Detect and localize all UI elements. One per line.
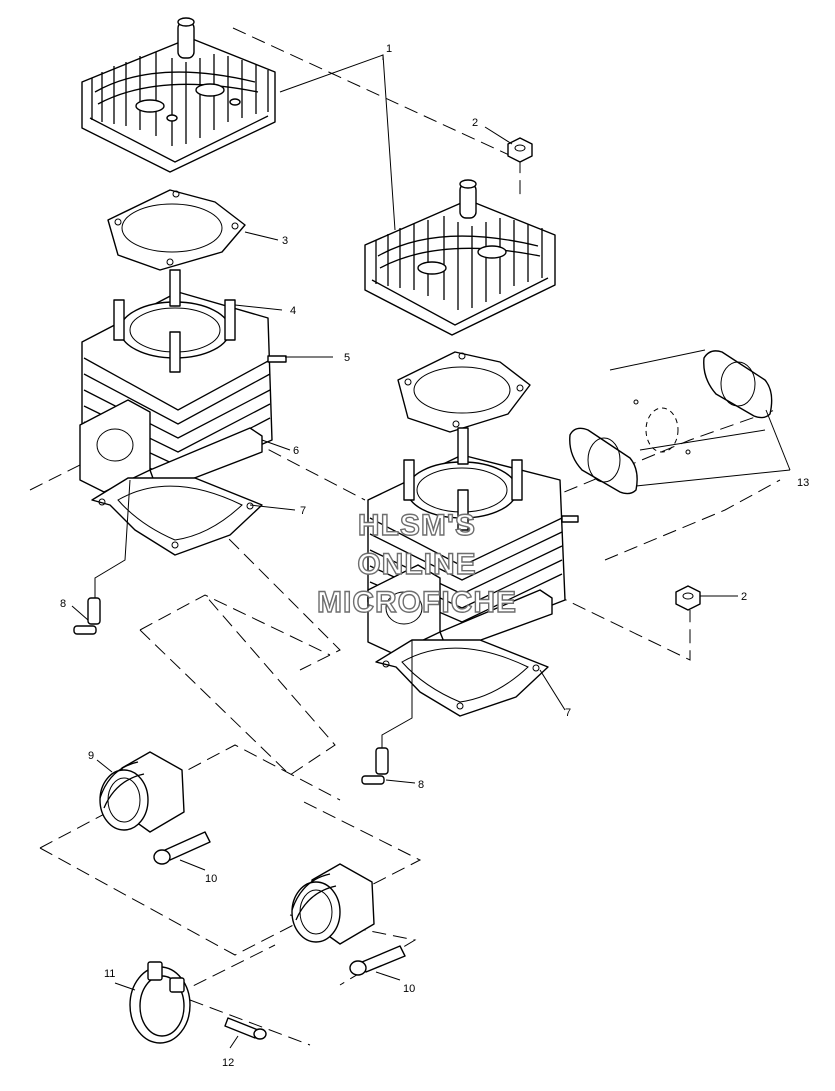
callout-10-right: 10 [403,983,415,995]
callout-6: 6 [293,445,299,457]
nut-top [507,137,533,163]
base-gasket-left [91,477,263,556]
callout-2-right: 2 [741,591,747,603]
nut-right [675,585,701,611]
cylinder-head-right [364,179,556,336]
callout-2-top: 2 [472,117,478,129]
screw [224,1017,267,1040]
callout-1: 1 [386,43,392,55]
cylinder-head-left [81,17,276,173]
exhaust-gaskets [569,349,773,495]
head-gasket-left [107,189,246,271]
bolt-right [349,945,406,976]
intake-flange-right [291,863,375,945]
cylinder-left [79,269,287,493]
callout-labels: 1 2 3 4 5 6 7 8 13 2 7 8 9 10 10 11 12 [60,43,809,1069]
callout-11: 11 [104,968,115,980]
fitting-right [361,640,413,785]
callout-8-right: 8 [418,779,424,791]
callout-10-left: 10 [205,873,217,885]
callout-3: 3 [282,235,288,247]
callout-13: 13 [797,477,809,489]
fitting-left [73,479,131,635]
callout-5: 5 [344,352,350,364]
callout-7-left: 7 [300,505,306,517]
callout-4: 4 [290,305,296,317]
watermark-line-2: ONLINE [357,548,476,581]
bolt-left [153,831,211,865]
leader-lines [71,54,791,1049]
base-gasket-right [375,639,549,717]
callout-7-right: 7 [565,707,571,719]
watermark-line-1: HLSM'S [358,509,476,542]
head-gasket-right [397,351,531,433]
watermark: HLSM'S ONLINE MICROFICHE [316,508,517,619]
callout-12: 12 [222,1057,234,1069]
cylinder-right [367,427,579,655]
callout-8-left: 8 [60,598,66,610]
callout-9: 9 [88,750,94,762]
watermark-line-3: MICROFICHE [317,586,517,619]
hose-clamp [129,961,191,1044]
intake-flange-left [99,751,185,833]
